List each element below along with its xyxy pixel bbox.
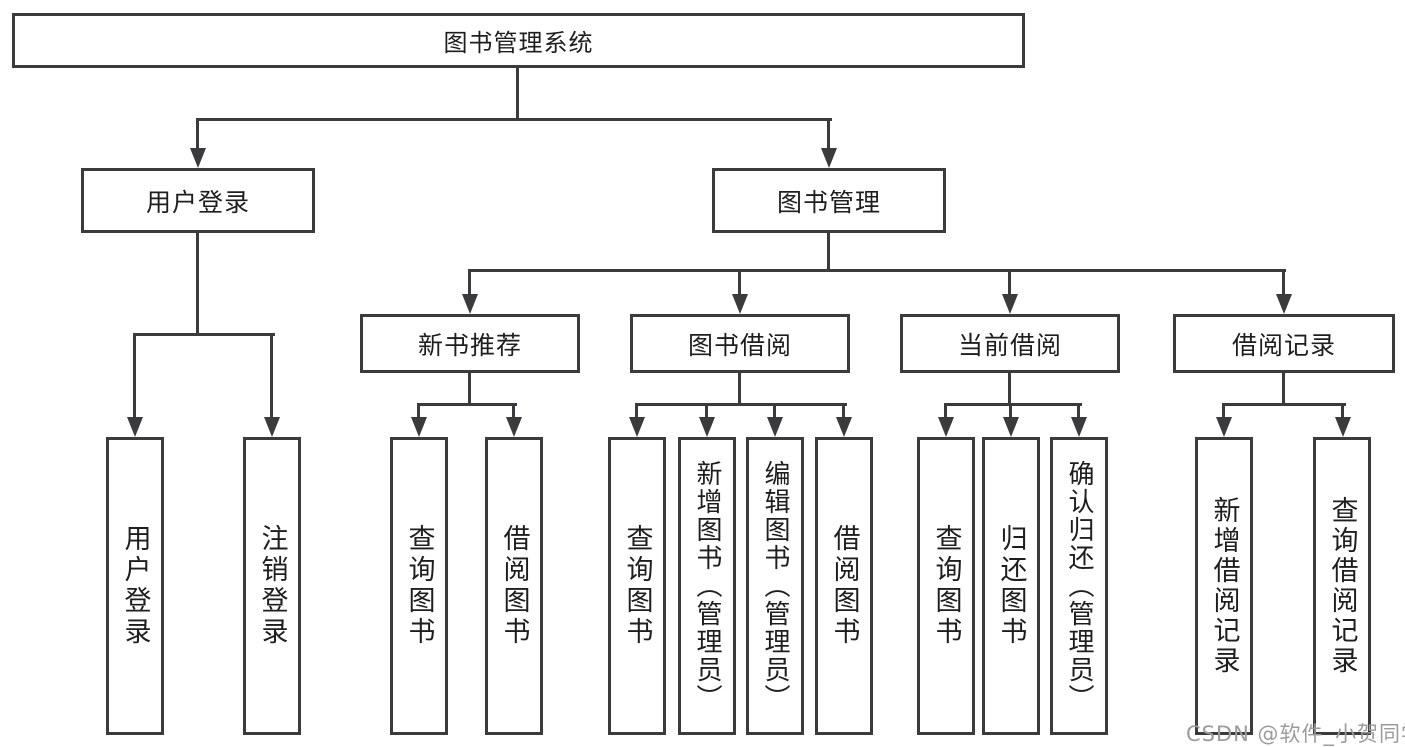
leaf-query-books-borrowing: 查询图书 [608,437,666,735]
connector-shaft [705,403,708,419]
leaf-add-borrowing-record: 新增借阅记录 [1195,437,1253,735]
node-label: 用户登录 [145,187,250,217]
arrow-down-icon [127,417,143,437]
arrow-down-icon [821,148,837,168]
arrow-down-icon [629,417,645,437]
connector-book-mgmt-drop [827,231,830,272]
connector-root-drop [516,66,519,120]
arrow-down-icon [767,417,783,437]
node-label: 查询图书 [403,524,435,648]
node-label: 图书借阅 [687,330,792,360]
arrow-down-icon [732,294,748,314]
node-label: 查询借阅记录 [1326,496,1358,676]
leaf-query-books-current: 查询图书 [917,437,975,735]
connector-shaft [1008,269,1011,296]
node-user-login: 用户登录 [81,168,315,233]
node-label: 新书推荐 [417,330,522,360]
leaf-query-books-recommend: 查询图书 [390,437,448,735]
connector-root-split [196,118,832,121]
connector-shaft [270,333,273,419]
connector-current-borrow-drop [1008,371,1011,406]
node-borrowing-records: 借阅记录 [1173,314,1395,373]
node-label: 用户登录 [119,524,151,648]
leaf-user-login: 用户登录 [106,437,164,735]
node-label: 图书管理 [776,187,881,217]
connector-shaft [468,269,471,296]
arrow-down-icon [190,148,206,168]
arrow-down-icon [411,417,427,437]
node-label: 当前借阅 [957,330,1062,360]
node-new-book-recommendation: 新书推荐 [360,314,580,373]
connector-shaft [773,403,776,419]
leaf-confirm-return-admin: 确认归还（管理员） [1050,437,1108,735]
connector-shaft [417,403,420,419]
node-label: 确认归还（管理员） [1064,460,1094,712]
connector-current-borrow-split [944,403,1082,406]
leaf-query-borrowing-record: 查询借阅记录 [1313,437,1371,735]
connector-book-borrow-split [635,403,847,406]
connector-user-login-drop [196,231,199,335]
arrow-down-icon [1003,417,1019,437]
arrow-down-icon [1216,417,1232,437]
leaf-borrow-books: 借阅图书 [815,437,873,735]
arrow-down-icon [1071,417,1087,437]
arrow-down-icon [1002,294,1018,314]
connector-borrow-records-drop [1282,371,1285,406]
arrow-down-icon [699,417,715,437]
connector-shaft [512,403,515,419]
arrow-down-icon [938,417,954,437]
connector-shaft [1341,403,1344,419]
node-book-management: 图书管理 [712,168,946,233]
arrow-down-icon [264,417,280,437]
connector-shaft [635,403,638,419]
node-label: 图书管理系统 [443,29,594,57]
leaf-borrow-books-recommend: 借阅图书 [485,437,543,735]
connector-book-mgmt-split [468,269,1286,272]
arrow-down-icon [836,417,852,437]
node-label: 借阅图书 [828,524,860,648]
connector-book-borrow-drop [738,371,741,406]
node-label: 新增借阅记录 [1208,496,1240,676]
node-label: 注销登录 [256,524,288,648]
node-label: 借阅记录 [1231,330,1336,360]
connector-shaft [196,118,199,152]
connector-new-book-drop [468,371,471,406]
connector-shaft [1282,269,1285,296]
leaf-add-book-admin: 新增图书（管理员） [678,437,736,735]
csdn-watermark: CSDN @软件_小贺同学 [1186,722,1405,746]
node-label: 归还图书 [995,524,1027,648]
connector-user-login-split [133,333,275,336]
connector-shaft [1222,403,1225,419]
node-label: 新增图书（管理员） [692,460,722,712]
node-label: 查询图书 [621,524,653,648]
node-label: 借阅图书 [498,524,530,648]
node-root-library-management-system: 图书管理系统 [12,13,1025,68]
node-label: 查询图书 [930,524,962,648]
connector-shaft [827,118,830,152]
connector-shaft [1077,403,1080,419]
node-book-borrowing: 图书借阅 [630,314,850,373]
arrow-down-icon [462,294,478,314]
node-current-borrowing: 当前借阅 [900,314,1120,373]
connector-borrow-records-split [1222,403,1346,406]
connector-shaft [1009,403,1012,419]
leaf-logout: 注销登录 [243,437,301,735]
connector-shaft [133,333,136,419]
arrow-down-icon [506,417,522,437]
node-label: 编辑图书（管理员） [760,460,790,712]
connector-shaft [944,403,947,419]
connector-shaft [738,269,741,296]
connector-shaft [842,403,845,419]
connector-new-book-split [417,403,517,406]
leaf-return-books: 归还图书 [982,437,1040,735]
arrow-down-icon [1335,417,1351,437]
arrow-down-icon [1276,294,1292,314]
leaf-edit-book-admin: 编辑图书（管理员） [746,437,804,735]
